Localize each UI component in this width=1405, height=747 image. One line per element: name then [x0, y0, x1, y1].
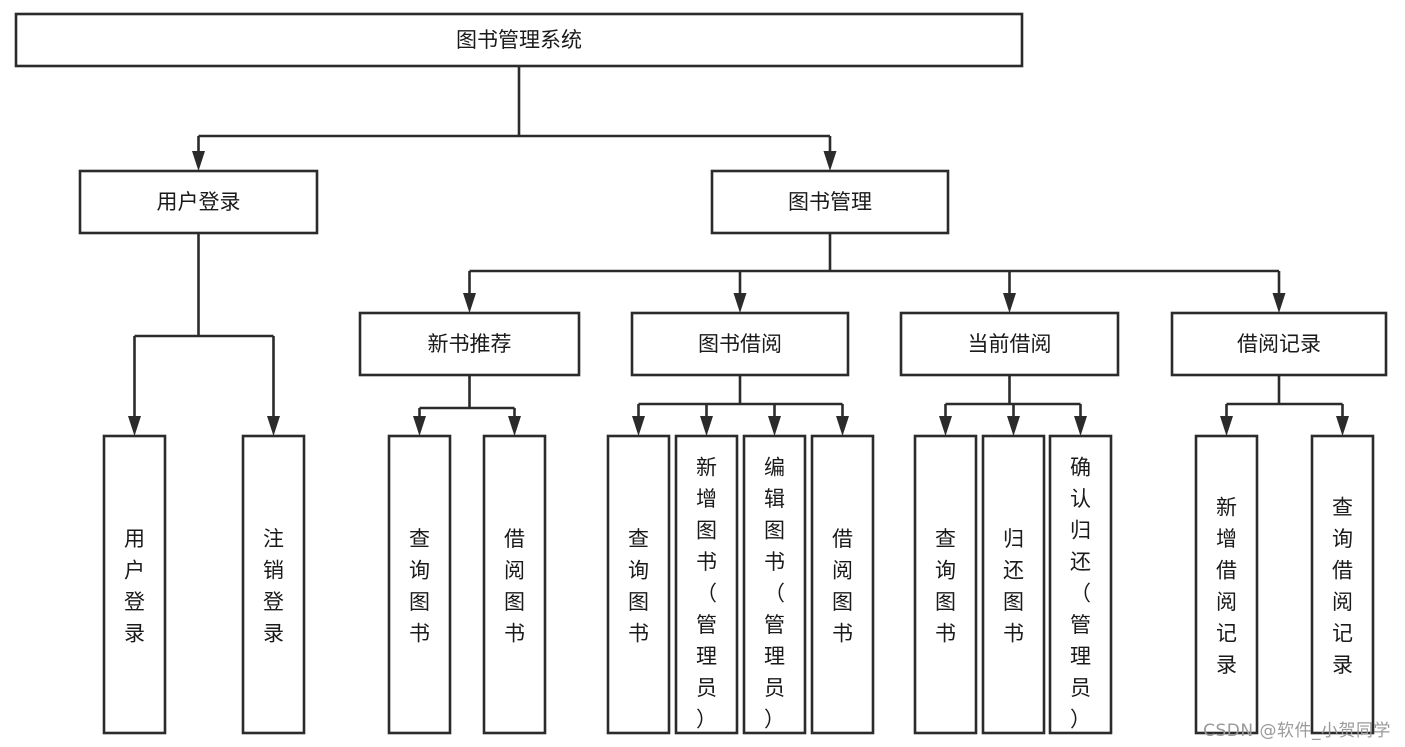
- arrow-head-icon: [1272, 293, 1286, 313]
- node-leaf-edit-book[interactable]: 编辑图书（管理员）: [742, 434, 807, 735]
- node-leaf-add-record[interactable]: 新增借阅记录: [1194, 434, 1259, 735]
- node-label: 新书推荐: [428, 332, 512, 356]
- node-leaf-return-book[interactable]: 归还图书: [981, 434, 1046, 735]
- node-leaf-query-book-borrow[interactable]: 查询图书: [606, 434, 671, 735]
- connector-group: [463, 233, 1286, 313]
- node-label: 借阅记录: [1237, 332, 1321, 356]
- node-box[interactable]: [14, 12, 1024, 68]
- node-label: 借阅图书: [832, 527, 853, 646]
- node-label: 图书管理系统: [456, 28, 582, 52]
- node-box[interactable]: [102, 434, 167, 735]
- connector-group: [939, 375, 1087, 436]
- node-new-book-rec[interactable]: 新书推荐: [358, 311, 581, 377]
- connector-group: [632, 375, 849, 436]
- node-box[interactable]: [630, 311, 850, 377]
- node-borrow-record[interactable]: 借阅记录: [1170, 311, 1388, 377]
- node-leaf-query-book-rec[interactable]: 查询图书: [387, 434, 452, 735]
- node-box[interactable]: [674, 434, 739, 735]
- connector-group: [128, 233, 280, 436]
- node-label: 图书借阅: [698, 332, 782, 356]
- node-box[interactable]: [899, 311, 1120, 377]
- node-layer: 图书管理系统用户登录图书管理新书推荐图书借阅当前借阅借阅记录用户登录注销登录查询…: [14, 12, 1388, 735]
- arrow-head-icon: [733, 293, 747, 313]
- node-box[interactable]: [358, 311, 581, 377]
- arrow-head-icon: [1007, 416, 1020, 436]
- node-box[interactable]: [981, 434, 1046, 735]
- node-label: 查询图书: [628, 527, 649, 646]
- node-box[interactable]: [1170, 311, 1388, 377]
- node-box[interactable]: [1048, 434, 1113, 735]
- arrow-head-icon: [700, 416, 713, 436]
- node-leaf-query-record[interactable]: 查询借阅记录: [1310, 434, 1375, 735]
- node-label: 归还图书: [1003, 527, 1024, 646]
- arrow-head-icon: [463, 293, 476, 313]
- arrow-head-icon: [1336, 416, 1349, 436]
- node-current-borrow[interactable]: 当前借阅: [899, 311, 1120, 377]
- arrow-head-icon: [823, 151, 837, 171]
- node-label: 用户登录: [124, 527, 145, 646]
- connector-group: [413, 375, 521, 436]
- node-label: 确认归还（管理员）: [1070, 456, 1091, 732]
- node-box[interactable]: [710, 169, 950, 235]
- arrow-head-icon: [267, 416, 280, 436]
- node-leaf-logout[interactable]: 注销登录: [241, 434, 306, 735]
- node-leaf-borrow-book[interactable]: 借阅图书: [810, 434, 875, 735]
- arrow-head-icon: [836, 416, 849, 436]
- node-label: 当前借阅: [968, 332, 1052, 356]
- node-box[interactable]: [78, 169, 319, 235]
- node-label: 查询图书: [409, 527, 430, 646]
- node-leaf-query-book-current[interactable]: 查询图书: [913, 434, 978, 735]
- node-leaf-borrow-book-rec[interactable]: 借阅图书: [482, 434, 547, 735]
- connector-layer: [128, 66, 1349, 436]
- arrow-head-icon: [768, 416, 781, 436]
- arrow-head-icon: [128, 416, 141, 436]
- node-book-borrow[interactable]: 图书借阅: [630, 311, 850, 377]
- node-label: 用户登录: [157, 190, 241, 214]
- node-box[interactable]: [1194, 434, 1259, 735]
- node-label: 新增借阅记录: [1216, 496, 1237, 678]
- connector-group: [1220, 375, 1349, 436]
- connector-group: [192, 66, 837, 171]
- node-box[interactable]: [606, 434, 671, 735]
- arrow-head-icon: [939, 416, 952, 436]
- node-label: 查询借阅记录: [1332, 496, 1353, 678]
- node-label: 图书管理: [788, 190, 872, 214]
- node-box[interactable]: [482, 434, 547, 735]
- node-box[interactable]: [387, 434, 452, 735]
- arrow-head-icon: [508, 416, 521, 436]
- node-label: 查询图书: [935, 527, 956, 646]
- arrow-head-icon: [1074, 416, 1087, 436]
- node-leaf-confirm-return[interactable]: 确认归还（管理员）: [1048, 434, 1113, 735]
- arrow-head-icon: [1220, 416, 1233, 436]
- node-box[interactable]: [241, 434, 306, 735]
- arrow-head-icon: [632, 416, 645, 436]
- arrow-head-icon: [1003, 293, 1016, 313]
- node-leaf-add-book[interactable]: 新增图书（管理员）: [674, 434, 739, 735]
- node-label: 借阅图书: [504, 527, 525, 646]
- node-label: 编辑图书（管理员）: [764, 456, 785, 732]
- node-book-manage[interactable]: 图书管理: [710, 169, 950, 235]
- node-label: 注销登录: [263, 527, 284, 646]
- node-box[interactable]: [1310, 434, 1375, 735]
- node-leaf-user-login[interactable]: 用户登录: [102, 434, 167, 735]
- node-root[interactable]: 图书管理系统: [14, 12, 1024, 68]
- node-user-login[interactable]: 用户登录: [78, 169, 319, 235]
- node-box[interactable]: [810, 434, 875, 735]
- arrow-head-icon: [413, 416, 426, 436]
- node-box[interactable]: [742, 434, 807, 735]
- arrow-head-icon: [192, 151, 205, 171]
- node-box[interactable]: [913, 434, 978, 735]
- node-label: 新增图书（管理员）: [696, 456, 717, 732]
